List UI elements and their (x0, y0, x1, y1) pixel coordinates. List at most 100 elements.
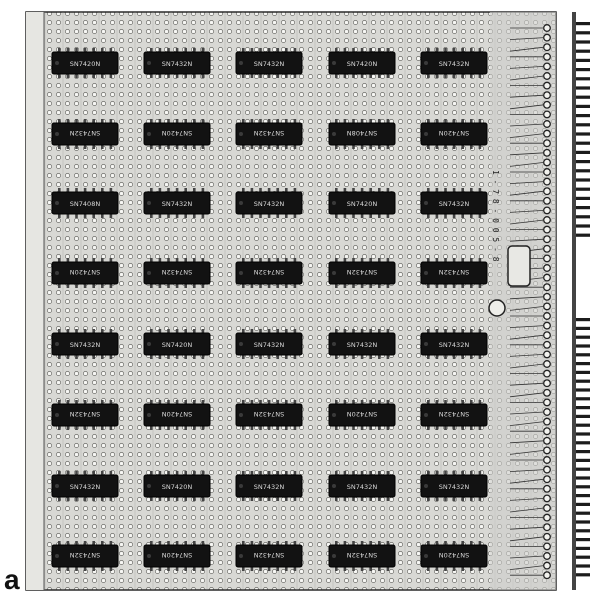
ic-chip: SN7432N (420, 188, 488, 218)
connector-finger (576, 555, 590, 559)
connector-finger (576, 441, 590, 445)
wire-pad (543, 312, 551, 320)
edge-connector-top (572, 12, 590, 590)
ic-chip: SN7432N (420, 329, 488, 359)
chip-marking: SN7420N (439, 129, 470, 137)
wire-pad (543, 532, 551, 541)
ic-chip: SN7432N (235, 400, 303, 430)
ic-chip: SN7420N (143, 119, 211, 149)
ic-chip: SN7420N (143, 400, 211, 430)
ic-chip: SN7432N (420, 400, 488, 430)
wire-pad (543, 100, 551, 109)
wire-pad (543, 360, 551, 368)
chip-marking: SN7432N (70, 341, 101, 349)
ic-chip: SN7420N (143, 329, 211, 359)
chip-marking: SN7432N (70, 410, 101, 418)
wire-pad (543, 72, 551, 80)
chip-marking: SN7432N (347, 551, 378, 559)
connector-finger (576, 450, 590, 454)
chip-marking: SN7432N (254, 410, 285, 418)
wire-pad (543, 177, 551, 186)
chip-marking: SN7432N (347, 341, 378, 349)
wire-pad (543, 283, 551, 292)
wire-pad (543, 216, 551, 224)
connector-finger (576, 206, 590, 210)
wire-pad (543, 62, 551, 71)
chip-marking: SN7420N (162, 129, 193, 137)
connector-finger (576, 187, 590, 191)
ic-chip: SN7432N (235, 541, 303, 571)
wire-pad (543, 465, 551, 474)
wire-pad (543, 408, 551, 416)
chip-marking: SN7432N (254, 129, 285, 137)
connector-finger (576, 344, 590, 348)
connector-finger (576, 150, 590, 154)
connector-finger (576, 196, 590, 200)
wire-pad (543, 504, 551, 512)
ic-chip: SN7432N (235, 119, 303, 149)
wire-pad (543, 427, 551, 436)
ic-chip: SN7432N (328, 258, 396, 288)
chip-marking: SN7432N (347, 483, 378, 491)
ic-chip: SN7432N (51, 119, 119, 149)
connector-finger (576, 178, 590, 182)
wire-pad (543, 292, 551, 301)
ic-chip: SN7432N (328, 471, 396, 501)
chip-marking: SN7420N (162, 410, 193, 418)
chip-marking: SN7432N (347, 268, 378, 276)
chip-marking: SN7408N (70, 200, 101, 208)
connector-finger (576, 68, 590, 72)
connector-finger (576, 353, 590, 357)
chip-marking: SN7432N (162, 200, 193, 208)
wire-pad (543, 388, 551, 397)
ic-chip: SN7420N (328, 400, 396, 430)
connector-finger (576, 86, 590, 90)
chip-grid: SN7420N SN7432N SN7432N SN7420N SN7432N SN743… (51, 48, 488, 571)
chip-marking: SN7432N (162, 60, 193, 68)
connector-finger (576, 169, 590, 173)
connector-finger (576, 49, 590, 53)
chip-marking: SN7432N (70, 129, 101, 137)
wire-pad (543, 417, 551, 426)
connector-finger (576, 494, 590, 498)
chip-marking: SN7432N (70, 551, 101, 559)
wire-pad (543, 273, 551, 282)
connector-finger (576, 326, 590, 330)
ic-chip: SN7408N (51, 188, 119, 218)
chip-marking: SN7432N (254, 60, 285, 68)
chip-marking: SN7420N (347, 410, 378, 418)
ic-chip: SN7420N (51, 48, 119, 78)
wire-pad (543, 196, 551, 205)
connector-finger (576, 233, 590, 237)
chip-marking: SN7408N (347, 129, 378, 137)
chip-marking: SN7432N (439, 341, 470, 349)
wire-pad (543, 369, 551, 378)
connector-finger (576, 538, 590, 542)
chip-marking: SN7432N (162, 268, 193, 276)
ic-chip: SN7420N (420, 541, 488, 571)
wire-pad (543, 129, 551, 138)
ic-chip: SN7420N (328, 48, 396, 78)
wire-pad (543, 120, 551, 128)
wire-pad (543, 254, 551, 263)
ic-chip: SN7432N (143, 258, 211, 288)
ic-chip: SN7420N (420, 119, 488, 149)
ic-chip: SN7432N (143, 188, 211, 218)
wire-pad (543, 43, 551, 52)
chip-marking: SN7432N (254, 200, 285, 208)
connector-finger (576, 95, 590, 99)
connector-finger (576, 22, 590, 26)
ic-chip: SN7432N (235, 258, 303, 288)
connector-finger (576, 141, 590, 145)
ic-chip: SN7432N (51, 471, 119, 501)
connector-finger (576, 31, 590, 35)
chip-marking: SN7420N (162, 483, 193, 491)
connector-finger (576, 529, 590, 533)
connector-finger (576, 432, 590, 436)
connector-finger (576, 58, 590, 62)
wire-pad (543, 225, 551, 234)
connector-finger (576, 114, 590, 118)
connector-finger (576, 520, 590, 524)
wire-pad (543, 264, 551, 272)
wire-pad (543, 446, 551, 455)
